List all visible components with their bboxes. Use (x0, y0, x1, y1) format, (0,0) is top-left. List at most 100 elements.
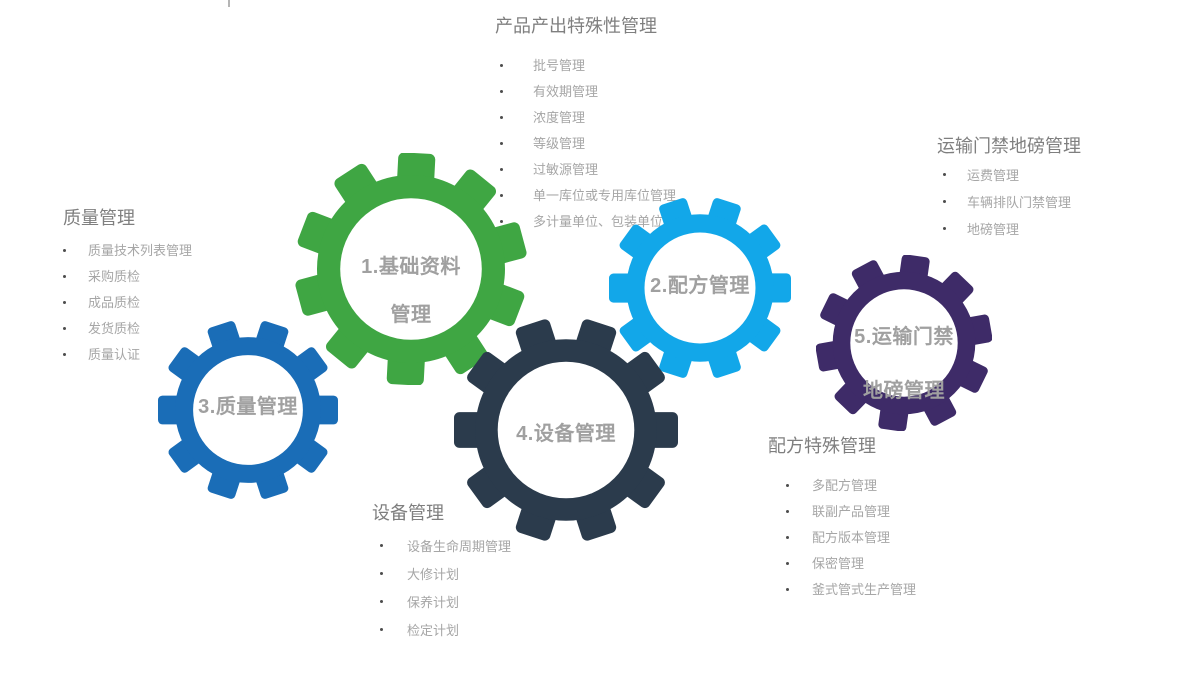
list-item-label: 单一库位或专用库位管理 (533, 188, 677, 203)
bullet-icon (786, 536, 789, 539)
gear-label-line: 2.配方管理 (650, 275, 750, 297)
bullet-icon (500, 220, 503, 223)
gear-icon (158, 321, 338, 499)
bullet-icon (63, 301, 66, 304)
list-item: 有效期管理 (495, 79, 676, 105)
bullet-icon (943, 173, 946, 176)
gear-label-line: 5.运输门禁 (854, 326, 954, 348)
list-item-label: 车辆排队门禁管理 (967, 195, 1072, 210)
section-list: 批号管理有效期管理浓度管理等级管理过敏源管理单一库位或专用库位管理多计量单位、包… (495, 53, 676, 235)
bullet-icon (786, 588, 789, 591)
list-item-label: 质量认证 (88, 347, 141, 362)
list-item: 批号管理 (495, 53, 676, 79)
list-item: 地磅管理 (937, 216, 1081, 243)
bullet-icon (943, 227, 946, 230)
list-item: 保密管理 (768, 551, 916, 577)
list-item: 单一库位或专用库位管理 (495, 183, 676, 209)
list-item: 等级管理 (495, 131, 676, 157)
bullet-icon (380, 600, 383, 603)
list-item: 过敏源管理 (495, 157, 676, 183)
stray-mark (228, 0, 230, 7)
bullet-icon (380, 544, 383, 547)
gear-label: 5.运输门禁地磅管理 (816, 310, 992, 418)
bullet-icon (786, 510, 789, 513)
gear-label: 2.配方管理 (609, 274, 791, 298)
gear-basic-data: 1.基础资料管理 (295, 153, 527, 385)
bullet-icon (943, 200, 946, 203)
bullet-icon (500, 194, 503, 197)
list-item-label: 过敏源管理 (533, 162, 599, 177)
bullet-icon (500, 116, 503, 119)
list-item: 多计量单位、包装单位 (495, 209, 676, 235)
list-item: 联副产品管理 (768, 499, 916, 525)
section-title: 设备管理 (372, 503, 444, 523)
gear-quality: 3.质量管理 (158, 320, 338, 500)
list-item-label: 批号管理 (533, 58, 586, 73)
list-item: 检定计划 (372, 617, 511, 645)
bullet-icon (786, 484, 789, 487)
gear-label: 1.基础资料管理 (295, 243, 527, 339)
bullet-icon (786, 562, 789, 565)
list-item: 运费管理 (937, 162, 1081, 189)
list-item-label: 等级管理 (533, 136, 586, 151)
list-item-label: 配方版本管理 (812, 530, 891, 545)
bullet-icon (500, 90, 503, 93)
list-item-label: 大修计划 (407, 567, 460, 582)
list-item-label: 采购质检 (88, 269, 141, 284)
list-item-label: 多配方管理 (812, 478, 878, 493)
list-item-label: 运费管理 (967, 168, 1020, 183)
section-equipment: 设备管理 设备生命周期管理大修计划保养计划检定计划 (372, 501, 511, 645)
list-item-label: 检定计划 (407, 623, 460, 638)
bullet-icon (63, 275, 66, 278)
list-item: 成品质检 (63, 290, 192, 316)
gear-label-line: 管理 (390, 304, 432, 326)
gear-label: 3.质量管理 (158, 395, 338, 419)
list-item: 釜式管式生产管理 (768, 577, 916, 603)
bullet-icon (380, 572, 383, 575)
gear-formula: 2.配方管理 (609, 197, 791, 379)
list-item-label: 多计量单位、包装单位 (533, 214, 664, 229)
gear-label-line: 4.设备管理 (516, 423, 616, 445)
section-list: 多配方管理联副产品管理配方版本管理保密管理釜式管式生产管理 (768, 473, 916, 603)
list-item: 车辆排队门禁管理 (937, 189, 1081, 216)
list-item-label: 质量技术列表管理 (88, 243, 193, 258)
list-item: 设备生命周期管理 (372, 533, 511, 561)
gear-icon (816, 255, 992, 431)
section-title: 运输门禁地磅管理 (937, 136, 1081, 156)
bullet-icon (63, 327, 66, 330)
section-title: 质量管理 (63, 208, 135, 228)
section-title: 配方特殊管理 (768, 436, 876, 456)
section-transport: 运输门禁地磅管理 运费管理车辆排队门禁管理地磅管理 (937, 134, 1081, 243)
list-item: 质量技术列表管理 (63, 238, 192, 264)
list-item-label: 有效期管理 (533, 84, 599, 99)
gear-label-line: 1.基础资料 (361, 256, 461, 278)
list-item-label: 浓度管理 (533, 110, 586, 125)
list-item-label: 成品质检 (88, 295, 141, 310)
section-list: 质量技术列表管理采购质检成品质检发货质检质量认证 (63, 238, 192, 368)
gear-icon (454, 319, 678, 541)
section-list: 运费管理车辆排队门禁管理地磅管理 (937, 162, 1081, 243)
bullet-icon (63, 249, 66, 252)
section-quality: 质量管理 质量技术列表管理采购质检成品质检发货质检质量认证 (63, 206, 192, 368)
list-item: 浓度管理 (495, 105, 676, 131)
gear-icon (609, 198, 791, 378)
list-item: 多配方管理 (768, 473, 916, 499)
list-item-label: 地磅管理 (967, 222, 1020, 237)
bullet-icon (500, 168, 503, 171)
list-item: 配方版本管理 (768, 525, 916, 551)
list-item-label: 发货质检 (88, 321, 141, 336)
bullet-icon (63, 353, 66, 356)
bullet-icon (500, 64, 503, 67)
section-product-output: 产品产出特殊性管理 批号管理有效期管理浓度管理等级管理过敏源管理单一库位或专用库… (495, 14, 676, 235)
bullet-icon (380, 628, 383, 631)
list-item-label: 保养计划 (407, 595, 460, 610)
section-formula-special: 配方特殊管理 多配方管理联副产品管理配方版本管理保密管理釜式管式生产管理 (768, 434, 916, 603)
list-item: 大修计划 (372, 561, 511, 589)
list-item-label: 设备生命周期管理 (407, 539, 512, 554)
gear-label-line: 3.质量管理 (198, 396, 298, 418)
list-item: 质量认证 (63, 342, 192, 368)
section-title: 产品产出特殊性管理 (495, 16, 657, 36)
list-item: 采购质检 (63, 264, 192, 290)
gear-label-line: 地磅管理 (863, 380, 945, 402)
